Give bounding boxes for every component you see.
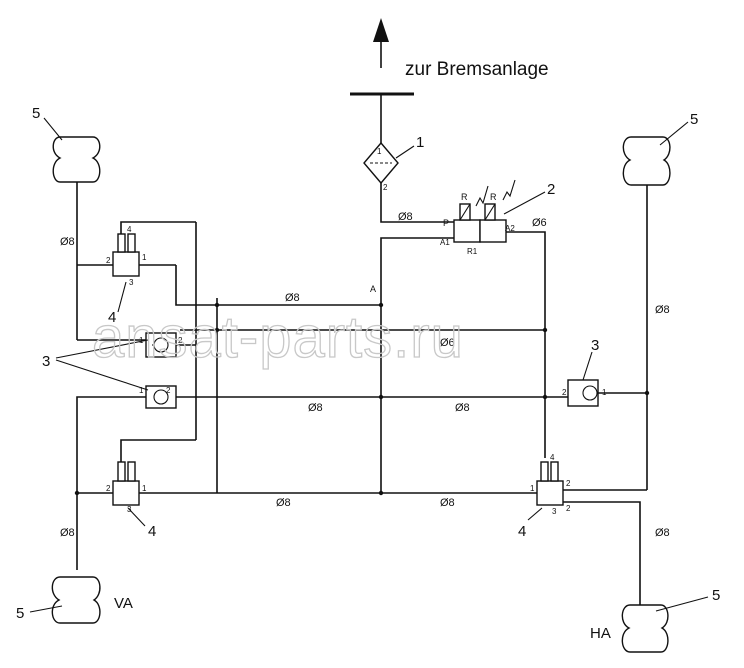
svg-text:2: 2 bbox=[566, 479, 571, 488]
watermark-text: ansat-parts.ru bbox=[92, 305, 464, 370]
svg-text:1: 1 bbox=[530, 484, 535, 493]
svg-text:3: 3 bbox=[552, 507, 557, 516]
svg-text:A: A bbox=[370, 284, 376, 294]
svg-text:3: 3 bbox=[591, 337, 599, 354]
check-valve-upper-left bbox=[145, 332, 177, 358]
svg-text:A1: A1 bbox=[440, 238, 450, 247]
svg-text:4: 4 bbox=[127, 225, 132, 234]
check-valve-lower-left bbox=[145, 385, 177, 409]
svg-text:Ø8: Ø8 bbox=[455, 402, 470, 414]
svg-text:2: 2 bbox=[106, 484, 111, 493]
air-spring-front-left-top bbox=[52, 136, 101, 183]
svg-text:2: 2 bbox=[566, 504, 571, 513]
svg-text:R: R bbox=[461, 192, 468, 202]
svg-text:Ø8: Ø8 bbox=[276, 497, 291, 509]
svg-text:Ø8: Ø8 bbox=[285, 292, 300, 304]
svg-text:4: 4 bbox=[148, 523, 156, 540]
svg-text:Ø8: Ø8 bbox=[440, 497, 455, 509]
svg-text:2: 2 bbox=[562, 388, 567, 397]
svg-text:R: R bbox=[490, 192, 497, 202]
svg-text:2: 2 bbox=[166, 386, 171, 395]
svg-text:Ø8: Ø8 bbox=[655, 527, 670, 539]
svg-text:4: 4 bbox=[518, 523, 526, 540]
svg-text:5: 5 bbox=[16, 605, 24, 622]
level-valve-front-top bbox=[112, 233, 140, 277]
svg-text:3: 3 bbox=[129, 278, 134, 287]
svg-text:2: 2 bbox=[106, 256, 111, 265]
svg-text:P: P bbox=[443, 218, 449, 228]
svg-text:1: 1 bbox=[142, 484, 147, 493]
svg-text:4: 4 bbox=[108, 309, 116, 326]
svg-text:5: 5 bbox=[690, 111, 698, 128]
valve-block bbox=[453, 179, 516, 243]
air-spring-rear-right-top bbox=[622, 136, 671, 186]
svg-text:5: 5 bbox=[32, 105, 40, 122]
svg-text:1: 1 bbox=[139, 386, 144, 395]
svg-text:5: 5 bbox=[712, 587, 720, 604]
supply-arrow-icon bbox=[373, 18, 389, 68]
svg-text:2: 2 bbox=[383, 183, 388, 192]
svg-text:Ø8: Ø8 bbox=[655, 304, 670, 316]
svg-text:Ø6: Ø6 bbox=[532, 217, 547, 229]
axle-va-label: VA bbox=[114, 595, 133, 612]
svg-text:1: 1 bbox=[139, 336, 144, 345]
title-label: zur Bremsanlage bbox=[405, 59, 549, 80]
part-number-2: 2 bbox=[547, 181, 555, 198]
svg-text:2: 2 bbox=[178, 336, 183, 345]
air-spring-rear-right-bottom bbox=[621, 604, 669, 653]
svg-text:A2: A2 bbox=[505, 224, 515, 233]
level-valve-front-bottom bbox=[112, 461, 140, 506]
svg-text:Ø8: Ø8 bbox=[398, 211, 413, 223]
svg-text:4: 4 bbox=[550, 453, 555, 462]
level-valve-rear bbox=[536, 461, 564, 506]
part-number-1: 1 bbox=[416, 134, 424, 151]
svg-text:3: 3 bbox=[42, 353, 50, 370]
svg-text:Ø8: Ø8 bbox=[308, 402, 323, 414]
svg-text:Ø6: Ø6 bbox=[440, 337, 455, 349]
air-spring-front-left-bottom bbox=[51, 576, 101, 624]
svg-text:R1: R1 bbox=[467, 247, 478, 256]
svg-text:Ø8: Ø8 bbox=[60, 236, 75, 248]
check-valve-right bbox=[567, 379, 599, 407]
axle-ha-label: HA bbox=[590, 625, 611, 642]
svg-text:1: 1 bbox=[142, 253, 147, 262]
svg-text:1: 1 bbox=[377, 147, 382, 156]
svg-text:Ø8: Ø8 bbox=[60, 527, 75, 539]
